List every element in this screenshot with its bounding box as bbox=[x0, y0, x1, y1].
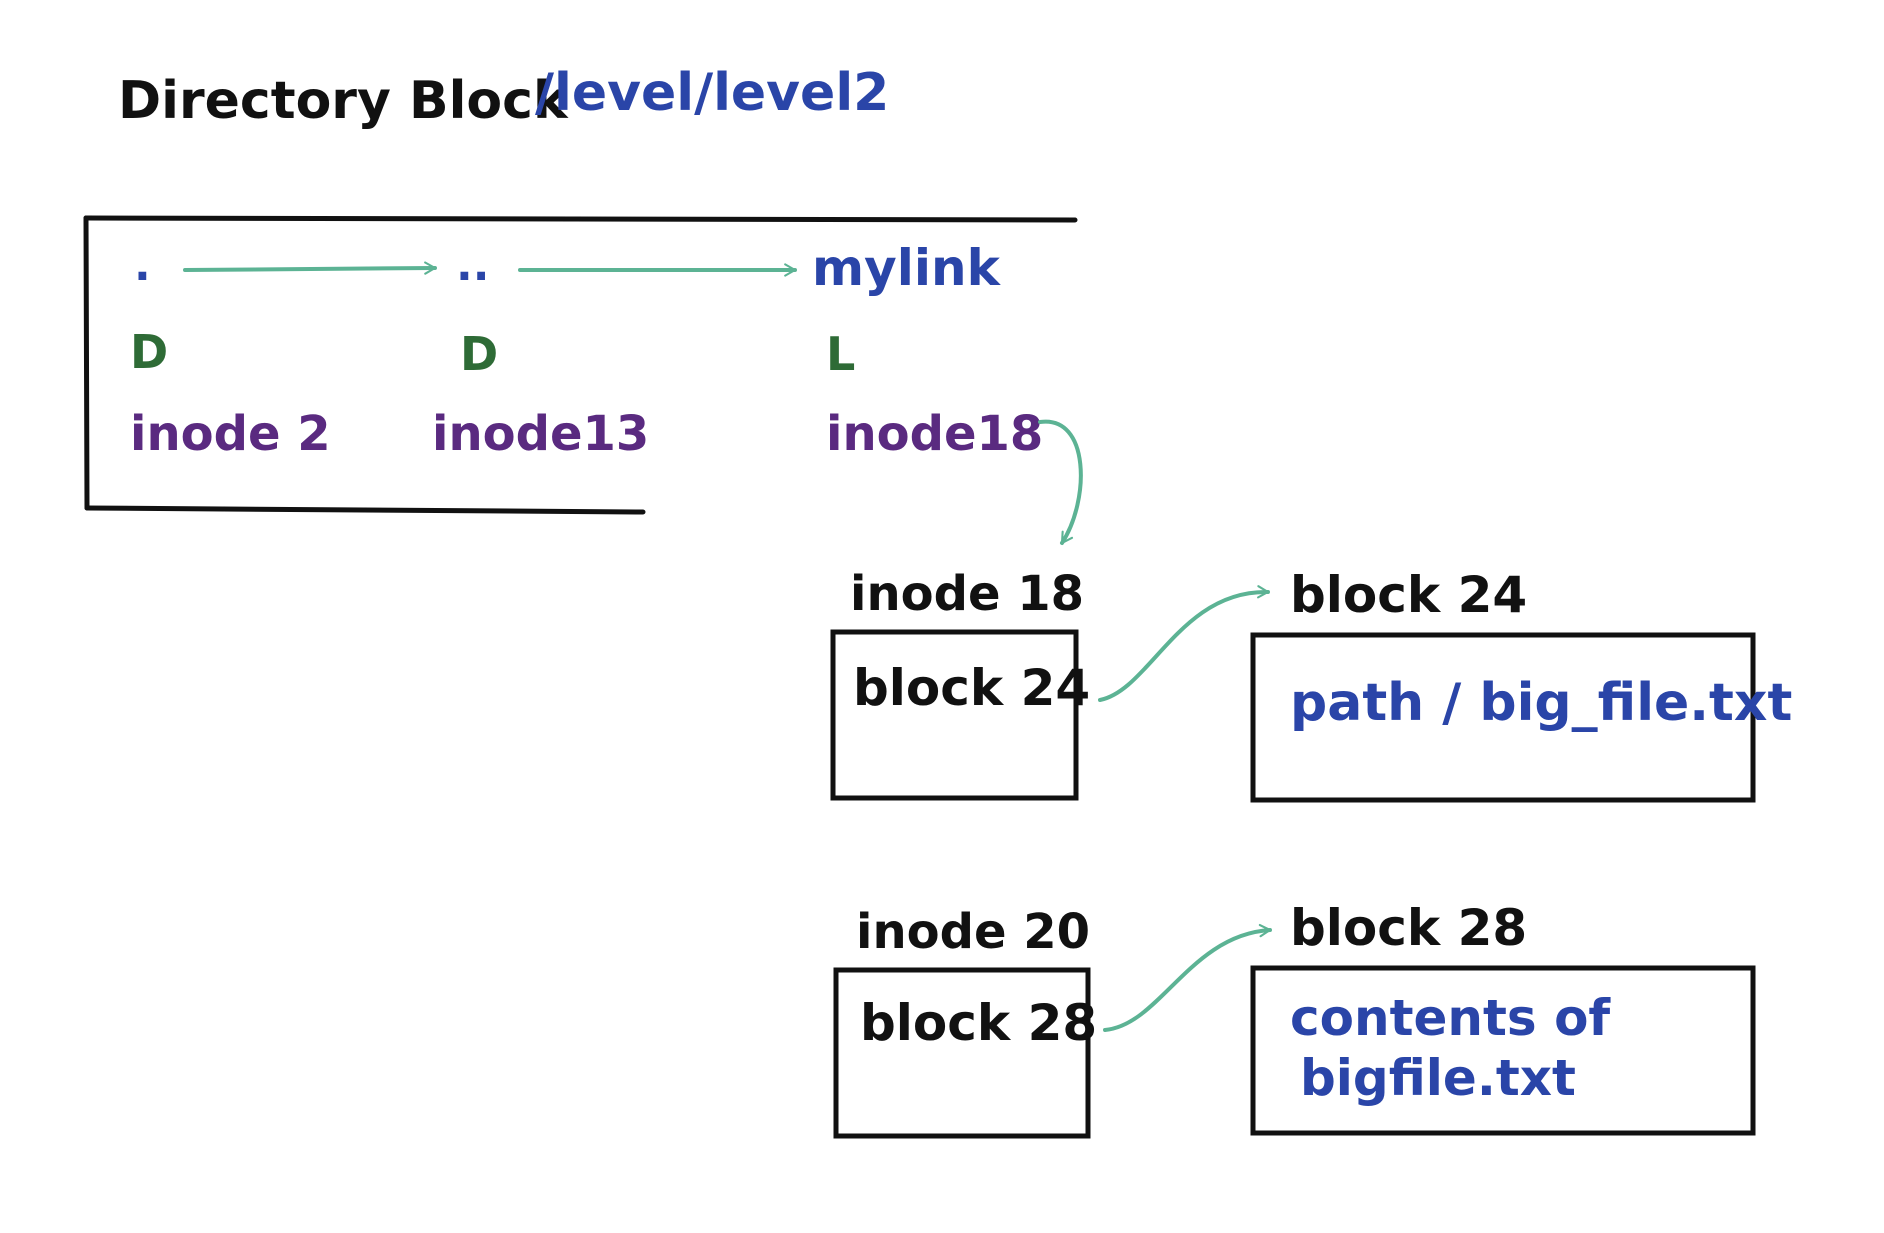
arrow-inode20-to-block28 bbox=[1103, 923, 1272, 1032]
arrow-mylink-to-inode18 bbox=[1038, 419, 1083, 545]
inode-20-content: block 28 bbox=[860, 994, 1097, 1052]
directory-block-box bbox=[83, 215, 1078, 515]
entry-name-dot: . bbox=[134, 240, 151, 291]
inode-18-content: block 24 bbox=[853, 659, 1090, 717]
entry-name-mylink: mylink bbox=[812, 239, 1002, 297]
arrow-inode18-to-block24 bbox=[1098, 585, 1270, 702]
directory-path: /level/level2 bbox=[535, 63, 889, 123]
entry-type-dot: D bbox=[130, 325, 168, 379]
block-24-box bbox=[1250, 632, 1756, 803]
entry-type-dotdot: D bbox=[460, 327, 498, 381]
block-28-content-line-2: bigfile.txt bbox=[1300, 1049, 1576, 1107]
inode-18-label: inode 18 bbox=[850, 566, 1084, 622]
block-28-content-line-1: contents of bbox=[1290, 989, 1611, 1047]
diagram-title: Directory Block bbox=[118, 71, 569, 131]
inode-20-label: inode 20 bbox=[856, 904, 1090, 960]
entry-inode-dotdot: inode13 bbox=[432, 406, 649, 462]
entry-name-dotdot: .. bbox=[456, 240, 489, 291]
inode-20-box bbox=[833, 967, 1091, 1139]
block-28-label: block 28 bbox=[1290, 899, 1527, 957]
block-24-label: block 24 bbox=[1290, 566, 1527, 624]
entry-inode-mylink: inode18 bbox=[826, 406, 1043, 462]
block-28-box bbox=[1250, 965, 1756, 1136]
entry-inode-dot: inode 2 bbox=[130, 406, 331, 462]
entry-type-mylink: L bbox=[826, 327, 855, 381]
arrow-dot-to-dotdot bbox=[183, 261, 437, 275]
block-24-content: path / big_file.txt bbox=[1290, 673, 1792, 733]
inode-18-box bbox=[830, 629, 1079, 801]
